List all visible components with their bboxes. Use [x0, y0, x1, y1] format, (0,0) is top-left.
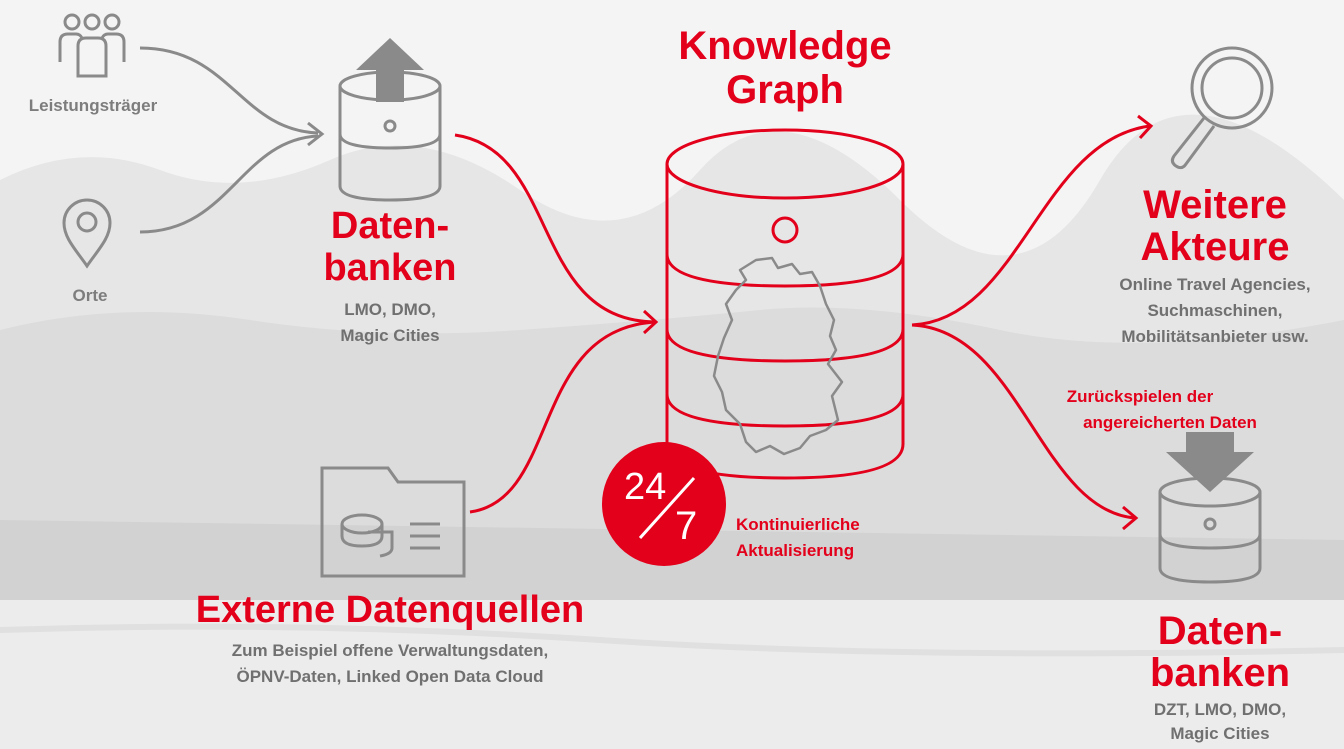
externe-to-graph-connector	[469, 320, 656, 514]
germany-map-icon	[712, 256, 844, 456]
datenbanken-to-graph-connector	[454, 133, 656, 324]
folder-data-icon	[320, 466, 466, 578]
externe-sub-line2: ÖPNV-Daten, Linked Open Data Cloud	[236, 667, 544, 686]
weitere-akteure-sub-line1: Online Travel Agencies,	[1119, 275, 1311, 294]
orte-label: Orte	[72, 286, 108, 305]
knowledge-graph-database-icon	[665, 128, 905, 480]
datenbanken-left-sub-line2: Magic Cities	[340, 326, 440, 345]
externe-title: Externe Datenquellen	[195, 589, 585, 631]
update-label-line1: Kontinuierliche	[736, 515, 860, 534]
datenbanken-arrowhead	[1122, 505, 1139, 531]
grey-arrowhead	[307, 121, 325, 147]
datenbanken-left-sub-line1: LMO, DMO,	[344, 300, 436, 319]
weitere-akteure-title-line2: Akteure	[1140, 225, 1290, 269]
weitere-akteure-sub-line3: Mobilitätsanbieter usw.	[1121, 327, 1309, 346]
zurueckspielen-line2: angereicherten Daten	[1083, 413, 1257, 432]
datenbanken-right-sub-line1: DZT, LMO, DMO,	[1153, 700, 1287, 719]
datenbanken-right-title-line1: Daten-	[1157, 609, 1283, 653]
badge-24: 24	[624, 466, 667, 508]
datenbanken-right-sub-line2: Magic Cities	[1170, 724, 1270, 743]
leistungstraeger-connector	[139, 46, 319, 135]
datenbanken-left-title-line1: Daten-	[330, 205, 450, 247]
badge-slash	[638, 476, 696, 540]
database-download-icon	[1158, 432, 1262, 584]
weitere-akteure-sub-line2: Suchmaschinen,	[1147, 301, 1283, 320]
people-icon	[58, 13, 126, 78]
graph-to-akteure-connector	[911, 124, 1151, 327]
weitere-akteure-title-line1: Weitere	[1143, 183, 1287, 227]
datenbanken-left-title-line2: banken	[323, 247, 457, 289]
knowledge-graph-title-line2: Graph	[726, 68, 844, 112]
badge-7: 7	[675, 504, 698, 548]
search-icon	[1170, 46, 1274, 170]
akteure-arrowhead	[1137, 114, 1154, 140]
datenbanken-right-title-line2: banken	[1149, 651, 1291, 695]
orte-connector	[139, 134, 319, 234]
leistungstraeger-label: Leistungsträger	[28, 96, 158, 115]
location-pin-icon	[62, 198, 112, 269]
externe-sub-line1: Zum Beispiel offene Verwaltungsdaten,	[231, 641, 549, 660]
database-upload-icon	[338, 38, 442, 202]
knowledge-graph-title-line1: Knowledge	[678, 24, 892, 68]
graph-to-datenbanken-connector	[911, 323, 1136, 520]
24-7-badge: 24 7	[602, 442, 726, 566]
zurueckspielen-line1: Zurückspielen der	[1066, 387, 1214, 406]
update-label-line2: Aktualisierung	[736, 541, 855, 560]
graph-arrowhead	[642, 309, 659, 335]
